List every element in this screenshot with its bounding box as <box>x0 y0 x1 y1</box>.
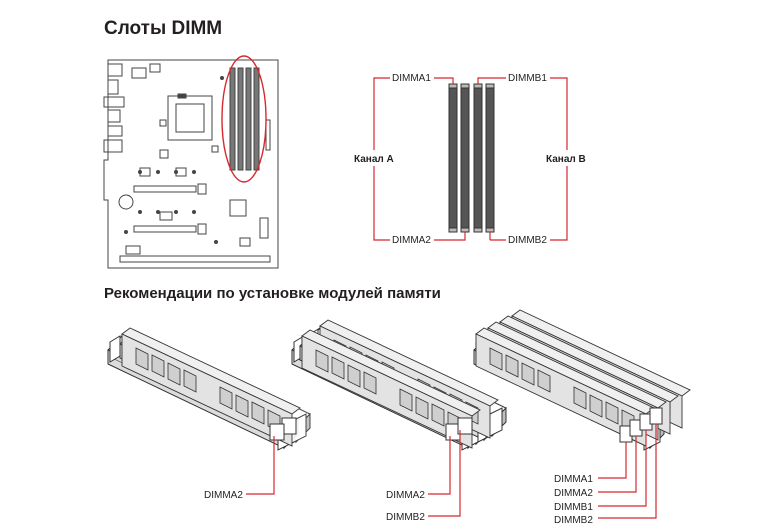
leader-line-2b <box>428 430 461 517</box>
motherboard-diagram <box>103 59 279 269</box>
slot-layout-diagram: DIMMA1 DIMMB1 DIMMA2 DIMMB2 Канал А Кана… <box>352 71 588 247</box>
dimm-slots-highlight <box>221 55 267 183</box>
label-dimmb2: DIMMB2 <box>508 235 547 246</box>
slot-dimma1 <box>448 83 458 233</box>
label-dimmb1: DIMMB1 <box>508 73 547 84</box>
label-dimma2: DIMMA2 <box>392 235 431 246</box>
install3-label-dimma2: DIMMA2 <box>554 488 593 499</box>
leader-lines-3 <box>598 424 657 519</box>
label-channel-a: Канал А <box>354 154 394 165</box>
installation-one-module: DIMMA2 <box>107 327 311 501</box>
install3-label-dimma1: DIMMA1 <box>554 474 593 485</box>
install2-label-dimmb2: DIMMB2 <box>386 512 425 523</box>
channel-leader-lines <box>373 77 568 241</box>
dimm-slots-title: Слоты DIMM <box>104 18 223 39</box>
leader-line-1 <box>246 436 275 495</box>
install1-label-dimma2: DIMMA2 <box>204 490 243 501</box>
slot-dimmb1 <box>473 83 483 233</box>
slot-dimmb2 <box>485 83 495 233</box>
board-standoffs <box>124 76 224 244</box>
label-dimma1: DIMMA1 <box>392 73 431 84</box>
installation-four-modules: DIMMA1 DIMMA2 DIMMB1 DIMMB2 <box>473 309 691 526</box>
leader-line-2a <box>428 436 451 495</box>
install2-label-dimma2: DIMMA2 <box>386 490 425 501</box>
install3-label-dimmb1: DIMMB1 <box>554 502 593 513</box>
memory-installation-title: Рекомендации по установке модулей памяти <box>104 285 441 302</box>
install3-label-dimmb2: DIMMB2 <box>554 515 593 526</box>
installation-two-modules: DIMMA2 DIMMB2 <box>291 319 507 523</box>
slot-dimma2 <box>460 83 470 233</box>
label-channel-b: Канал В <box>546 154 586 165</box>
